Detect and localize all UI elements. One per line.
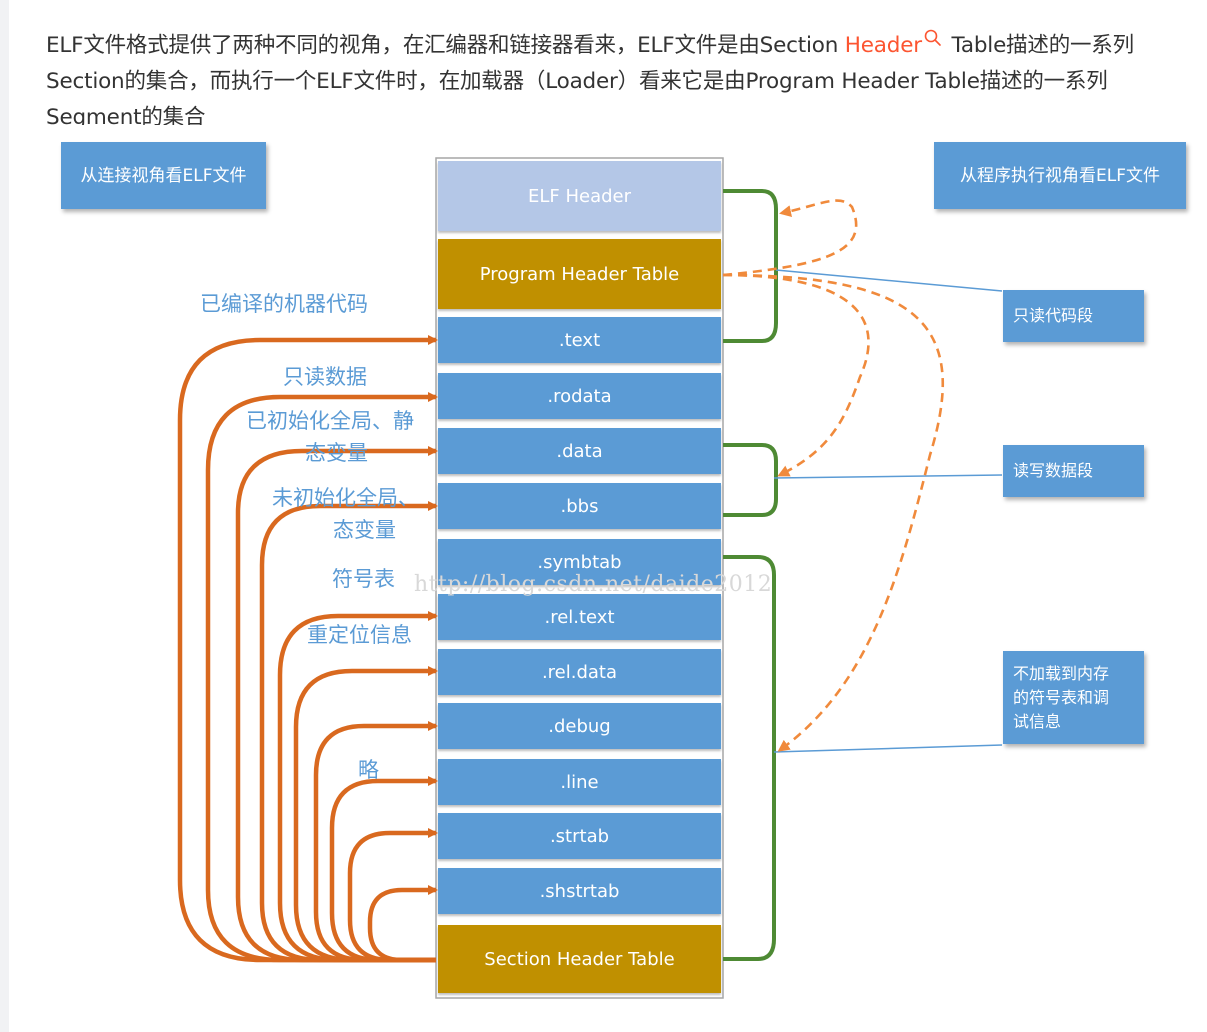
link-view-title: 从连接视角看ELF文件 [61, 142, 266, 209]
search-icon[interactable] [923, 28, 943, 48]
segment-leader-lines [773, 269, 1003, 753]
section-label: .rel.text [544, 606, 615, 628]
intro-text-part1: ELF文件格式提供了两种不同的视角，在汇编器和链接器看来，ELF文件是由Sect… [46, 32, 845, 58]
label-uninit-globals-line1: 未初始化全局、 [272, 486, 419, 510]
section-label: .debug [548, 715, 611, 737]
section-rel-data: .rel.data [438, 649, 721, 695]
segment-label: 读写数据段 [1013, 461, 1094, 480]
section-label: .bbs [560, 495, 599, 517]
section-section-header-table: Section Header Table [438, 925, 721, 993]
label-init-globals-line2: 态变量 [305, 441, 368, 465]
section-header-arrows [177, 335, 438, 963]
segment-not-loaded: 不加载到内存 的符号表和调 试信息 [1003, 651, 1144, 744]
label-omitted: 略 [358, 758, 379, 782]
link-view-title-text: 从连接视角看ELF文件 [80, 165, 247, 186]
section-symbtab: .symbtab [438, 539, 721, 585]
section-bbs: .bbs [438, 483, 721, 529]
section-elf-header: ELF Header [438, 161, 721, 231]
elf-diagram: 从连接视角看ELF文件 从程序执行视角看ELF文件 ELF Header Pro… [40, 125, 1200, 1015]
section-strtab: .strtab [438, 813, 721, 859]
section-rel-text: .rel.text [438, 594, 721, 640]
label-uninit-globals-line2: 态变量 [333, 518, 396, 542]
segment-label-line1: 不加载到内存 [1013, 663, 1110, 683]
segment-braces [723, 189, 778, 961]
program-header-arrows [722, 199, 944, 752]
section-data: .data [438, 428, 721, 474]
section-label: .data [556, 440, 603, 462]
section-label: .strtab [549, 825, 610, 847]
segment-readwrite-data: 读写数据段 [1003, 445, 1144, 497]
watermark: http://blog.csdn.net/daide2012 [414, 572, 773, 597]
segment-label: 只读代码段 [1013, 306, 1094, 325]
label-compiled-code: 已编译的机器代码 [200, 292, 368, 316]
section-label: .line [560, 771, 599, 793]
label-symbol-table: 符号表 [332, 567, 395, 591]
segment-label-line3: 试信息 [1013, 711, 1062, 731]
exec-view-title-text: 从程序执行视角看ELF文件 [960, 165, 1160, 186]
section-line: .line [438, 759, 721, 805]
section-debug: .debug [438, 703, 721, 749]
section-shstrtab: .shstrtab [438, 868, 721, 914]
intro-paragraph: ELF文件格式提供了两种不同的视角，在汇编器和链接器看来，ELF文件是由Sect… [46, 28, 1191, 136]
keyword-link-header[interactable]: Header [844, 32, 922, 58]
label-init-globals-line1: 已初始化全局、静 [246, 409, 414, 433]
section-label: ELF Header [527, 185, 632, 207]
segment-label-line2: 的符号表和调 [1013, 687, 1110, 707]
section-label: .rel.data [541, 661, 618, 683]
label-readonly-data: 只读数据 [283, 365, 367, 389]
exec-view-title: 从程序执行视角看ELF文件 [934, 142, 1186, 209]
page-left-gutter [0, 0, 9, 1032]
section-label: .shstrtab [539, 880, 620, 902]
segment-readonly-code: 只读代码段 [1003, 290, 1144, 342]
section-rodata: .rodata [438, 373, 721, 419]
section-program-header-table: Program Header Table [438, 239, 721, 309]
section-label: .symbtab [537, 551, 622, 573]
section-label: Program Header Table [479, 263, 680, 285]
section-text: .text [438, 317, 721, 363]
section-label: .text [558, 329, 601, 351]
label-relocation-info: 重定位信息 [307, 623, 412, 647]
section-label: .rodata [547, 385, 612, 407]
section-label: Section Header Table [484, 948, 675, 970]
